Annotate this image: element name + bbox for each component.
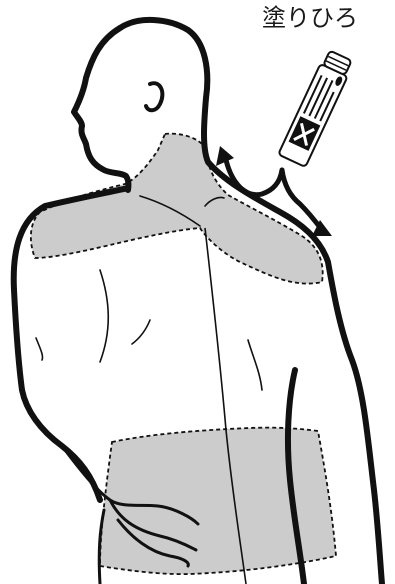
- ear-outline: [146, 83, 162, 110]
- applicator-bottle-icon: [278, 49, 354, 167]
- face-profile: [74, 28, 129, 190]
